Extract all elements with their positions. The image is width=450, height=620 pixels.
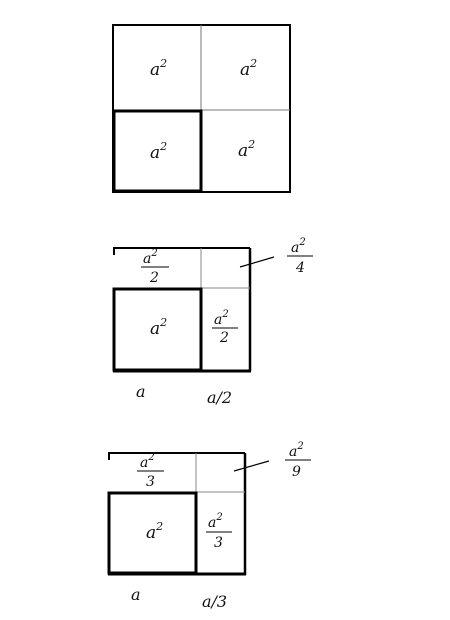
dimension-label-a-third: a/3 [202,592,227,611]
side-strip-label: a2 2 [212,309,238,346]
svg-text:9: 9 [292,464,301,480]
main-square-label: a2 [146,520,163,543]
diagram-half-strips: a2 2 a2 a2 2 a2 4 a a/2 [112,237,313,407]
svg-text:a2: a2 [214,309,229,328]
svg-text:3: 3 [214,535,223,551]
main-square [112,287,203,372]
corner-callout-label: a2 4 [287,237,313,276]
svg-text:a2: a2 [143,248,158,267]
callout-leader-line [239,256,275,268]
svg-text:a2: a2 [208,512,223,531]
dimension-label-a: a [136,382,146,401]
diagram-third-strips: a2 3 a2 a2 3 a2 9 a a/3 [107,441,311,611]
svg-text:a2: a2 [140,452,155,471]
cell-label-bottom-left: a2 [150,140,167,163]
cell-label-top-left: a2 [150,57,167,80]
top-strip-label: a2 3 [137,452,164,490]
dimension-label-a: a [131,585,141,604]
top-strip-label: a2 2 [141,248,169,286]
side-strip-label: a2 3 [206,512,232,551]
corner-callout-label: a2 9 [285,441,311,480]
dimension-label-a-half: a/2 [207,388,232,407]
main-square-label: a2 [150,316,167,339]
svg-text:2: 2 [149,270,159,286]
svg-text:a2: a2 [289,441,304,460]
svg-text:a2: a2 [291,237,306,256]
diagram-four-squares: a2 a2 a2 a2 [112,24,291,193]
svg-text:3: 3 [146,474,155,490]
highlighted-square [112,109,203,193]
cell-label-top-right: a2 [240,57,257,80]
callout-leader-line [233,460,270,472]
svg-text:2: 2 [219,330,229,346]
cell-label-bottom-right: a2 [238,138,255,161]
svg-text:4: 4 [295,260,305,276]
main-square [107,491,198,575]
